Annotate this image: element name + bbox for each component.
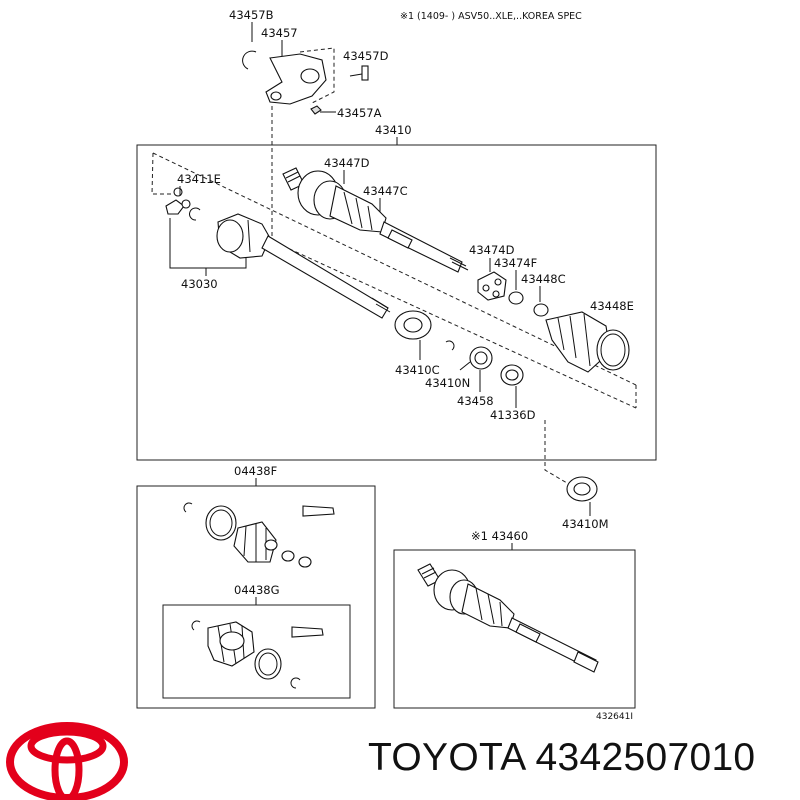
boot-43460-icon — [461, 583, 515, 629]
bolt-icon — [361, 65, 369, 81]
bracket-icon — [265, 53, 327, 105]
snap-ring-small-icon — [445, 340, 455, 351]
outer-cv-joint: 43447D 43447C — [282, 156, 469, 273]
label-43410N: 43410N — [425, 376, 470, 390]
assembly-43460-box — [393, 549, 636, 709]
label-43474F: 43474F — [494, 256, 537, 270]
bracket-assembly: 43457B 43457 43457D 43457A — [229, 8, 389, 238]
label-04438F: 04438F — [234, 464, 277, 478]
inner-cv-joint: 43411E 43030 — [165, 172, 391, 319]
outer-joint-parts: 43474D 43474F 43448C 43448E — [469, 243, 634, 373]
label-43410: 43410 — [375, 123, 412, 137]
toyota-logo — [6, 722, 128, 800]
label-43460: ※1 43460 — [471, 529, 528, 543]
shaft-43460 — [417, 563, 599, 673]
tripod-icon — [165, 199, 185, 215]
label-43474D: 43474D — [469, 243, 515, 257]
label-43410C: 43410C — [395, 363, 440, 377]
label-43410M: 43410M — [562, 517, 609, 531]
bearing-43410M: 43410M — [562, 476, 609, 531]
nut-icon — [310, 105, 322, 115]
label-43448C: 43448C — [521, 272, 566, 286]
spec-note: ※1 (1409- ) ASV50..XLE,..KOREA SPEC — [400, 11, 582, 22]
circlip-icon — [189, 207, 201, 221]
label-43457B: 43457B — [229, 8, 274, 22]
assembly-43410-box — [136, 144, 657, 461]
kit-04438F-parts — [183, 502, 335, 568]
boot-43448E-icon — [545, 311, 611, 373]
label-43457A: 43457A — [337, 106, 382, 120]
center-bearing: 43410C 43410N 43458 41336D — [394, 310, 536, 422]
grease-tube-icon — [302, 505, 335, 517]
label-43447C: 43447C — [363, 184, 408, 198]
inner-race-icon — [477, 271, 507, 301]
clamp-43448C-icon — [508, 291, 524, 305]
label-43448E: 43448E — [590, 299, 634, 313]
label-43457D: 43457D — [343, 49, 389, 63]
kit-04438G-parts — [191, 620, 324, 689]
brand-part-number: TOYOTA 4342507010 — [368, 736, 756, 779]
kit-04438F-box — [136, 485, 376, 709]
label-04438G: 04438G — [234, 583, 280, 597]
label-43458: 43458 — [457, 394, 494, 408]
kit-04438G-box — [162, 604, 351, 699]
label-43457: 43457 — [261, 26, 298, 40]
label-43447D: 43447D — [324, 156, 370, 170]
snap-ring-icon — [242, 50, 257, 70]
label-43411E: 43411E — [177, 172, 221, 186]
drawing-code: 432641I — [596, 712, 633, 722]
grease-tube-small-icon — [291, 626, 324, 638]
label-43030: 43030 — [181, 277, 218, 291]
label-41336D: 41336D — [490, 408, 536, 422]
clamp-43448E-icon — [596, 329, 630, 371]
